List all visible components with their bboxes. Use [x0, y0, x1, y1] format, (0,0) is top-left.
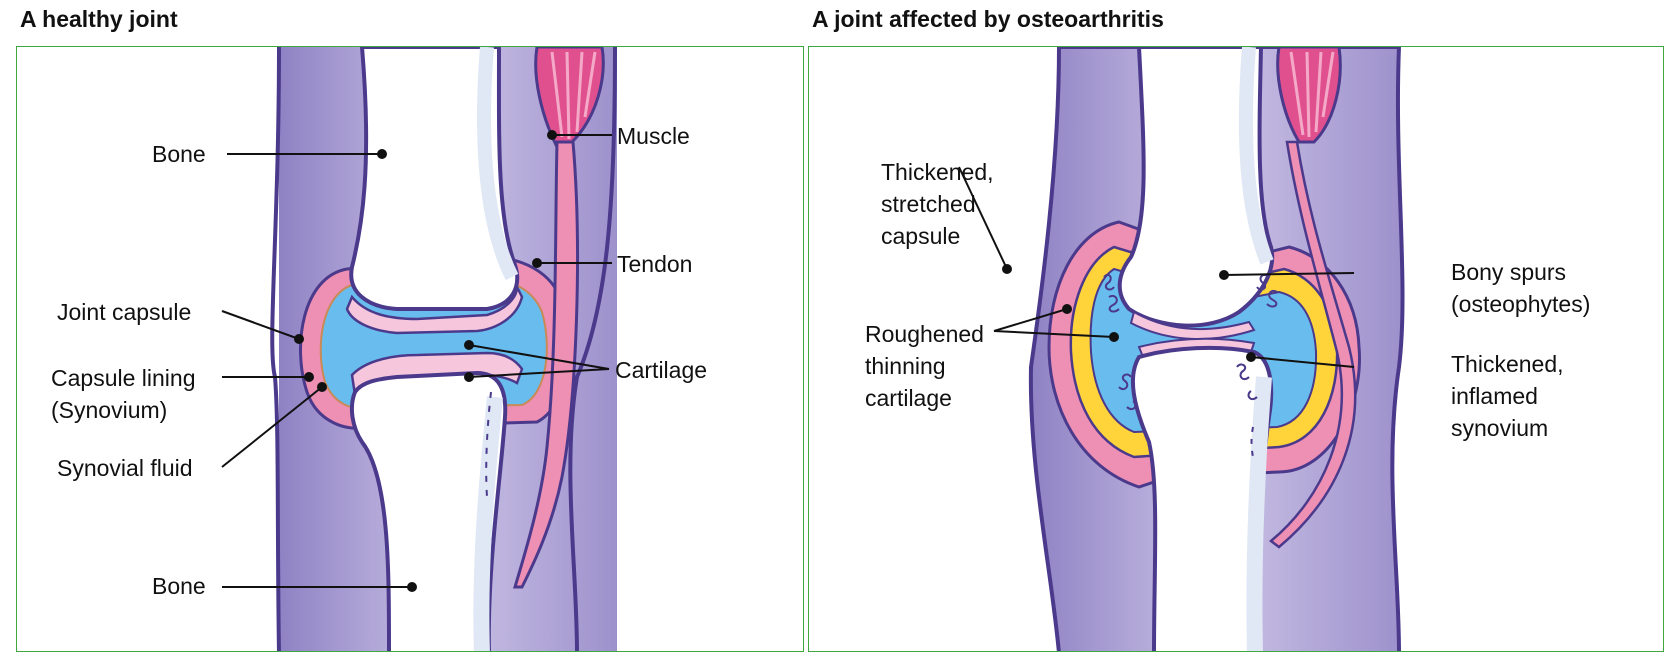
label-synovium-1: Thickened, [1451, 351, 1564, 377]
label-synovial-fluid: Synovial fluid [57, 455, 193, 481]
osteoarthritis-joint-title: A joint affected by osteoarthritis [812, 6, 1164, 32]
upper-bone [349, 47, 520, 311]
label-tendon: Tendon [617, 251, 693, 277]
label-bone-bottom: Bone [152, 573, 206, 599]
label-cartilage-3: cartilage [865, 385, 952, 411]
label-capsule-lining: Capsule lining [51, 365, 196, 391]
label-capsule-2: stretched [881, 191, 976, 217]
label-bone-top: Bone [152, 141, 206, 167]
label-cartilage-2: thinning [865, 353, 946, 379]
roughened-cartilage [1129, 310, 1256, 340]
lower-bone [349, 370, 508, 651]
label-joint-capsule: Joint capsule [57, 299, 192, 325]
label-synovium-2: inflamed [1451, 383, 1538, 409]
upper-cartilage [345, 286, 524, 335]
bony-spurs [1103, 273, 1278, 458]
label-capsule-3: capsule [881, 223, 961, 249]
label-spurs-1: Bony spurs [1451, 259, 1567, 285]
upper-bone [1117, 47, 1275, 328]
label-synovium: (Synovium) [51, 397, 168, 423]
tendon [512, 140, 579, 589]
tendon [1268, 140, 1357, 549]
label-synovium-3: synovium [1451, 415, 1549, 441]
label-muscle: Muscle [617, 123, 690, 149]
healthy-joint-panel: Bone Muscle Tendon Joint capsule Cartila… [16, 46, 804, 652]
healthy-joint-illustration [221, 47, 617, 651]
osteoarthritis-joint-panel: Thickened, stretched capsule Bony spurs … [808, 46, 1664, 652]
label-spurs-2: (osteophytes) [1451, 291, 1591, 317]
label-cartilage: Cartilage [615, 357, 708, 383]
healthy-joint-title: A healthy joint [20, 6, 178, 32]
label-cartilage-1: Roughened [865, 321, 984, 347]
label-capsule-1: Thickened, [881, 159, 994, 185]
osteoarthritis-joint-illustration [958, 47, 1405, 651]
